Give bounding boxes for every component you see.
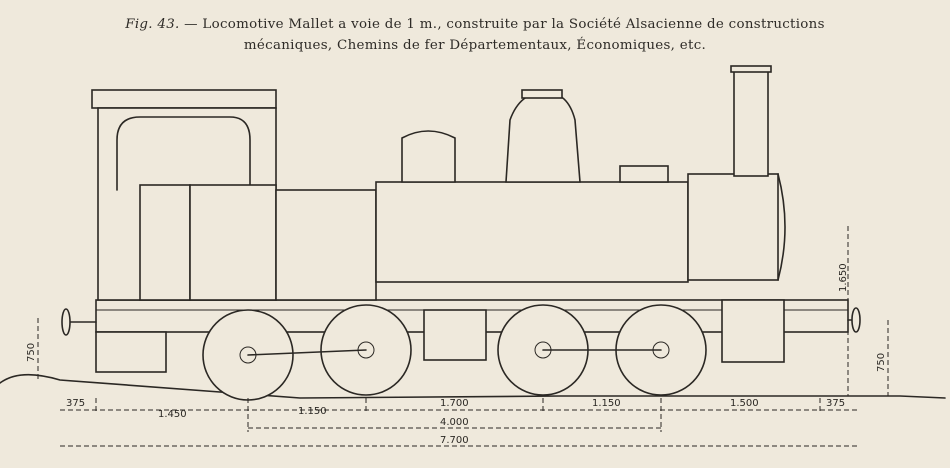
caption-line-1: Fig. 43. — Locomotive Mallet a voie de 1… <box>60 14 890 35</box>
rear-cylinder <box>423 309 487 361</box>
safety-valve <box>619 165 669 183</box>
dimension-labels: 375 1.450 1.150 1.700 1.150 1.500 375 4.… <box>26 263 887 446</box>
dim-1700: 1.700 <box>440 398 469 409</box>
dim-7700: 7.700 <box>440 435 469 446</box>
right-buffer <box>847 307 861 333</box>
dim-1500: 1.500 <box>730 398 759 409</box>
dim-375-left: 375 <box>66 398 85 409</box>
rear-buffer-beam <box>95 331 167 373</box>
cab-roof <box>91 89 277 109</box>
boiler <box>375 181 689 283</box>
cab <box>91 89 277 301</box>
dim-1150-a: 1.150 <box>298 406 327 417</box>
cab-door <box>189 184 277 301</box>
front-cylinder <box>721 299 785 363</box>
dim-1450: 1.450 <box>158 409 187 420</box>
dim-1150-b: 1.150 <box>592 398 621 409</box>
caption-text-1: — Locomotive Mallet a voie de 1 m., cons… <box>184 17 825 32</box>
dim-1650: 1.650 <box>838 263 849 292</box>
caption-line-2: mécaniques, Chemins de fer Départementau… <box>243 38 707 53</box>
dome-top <box>521 89 563 99</box>
smokebox-door <box>777 173 786 281</box>
front-bogie <box>497 304 707 396</box>
side-tank <box>275 189 377 301</box>
steam-dome <box>401 130 456 183</box>
coupling-rod-1 <box>247 349 367 356</box>
rail-line <box>0 373 946 399</box>
dim-375-right: 375 <box>826 398 845 409</box>
sand-dome <box>505 91 581 183</box>
dim-750-left: 750 <box>26 343 37 362</box>
rear-bogie <box>202 304 412 401</box>
figure-number: Fig. 43. <box>125 17 180 32</box>
chimney-cap <box>730 65 772 73</box>
dim-750-right: 750 <box>876 353 887 372</box>
cab-side-panel <box>139 184 191 301</box>
chimney <box>733 67 769 177</box>
smokebox <box>687 173 779 281</box>
left-buffer <box>61 308 97 336</box>
figure-caption: Fig. 43. — Locomotive Mallet a voie de 1… <box>60 14 890 56</box>
dimension-lines <box>37 226 889 447</box>
cab-window <box>116 116 251 191</box>
dim-4000: 4.000 <box>440 417 469 428</box>
